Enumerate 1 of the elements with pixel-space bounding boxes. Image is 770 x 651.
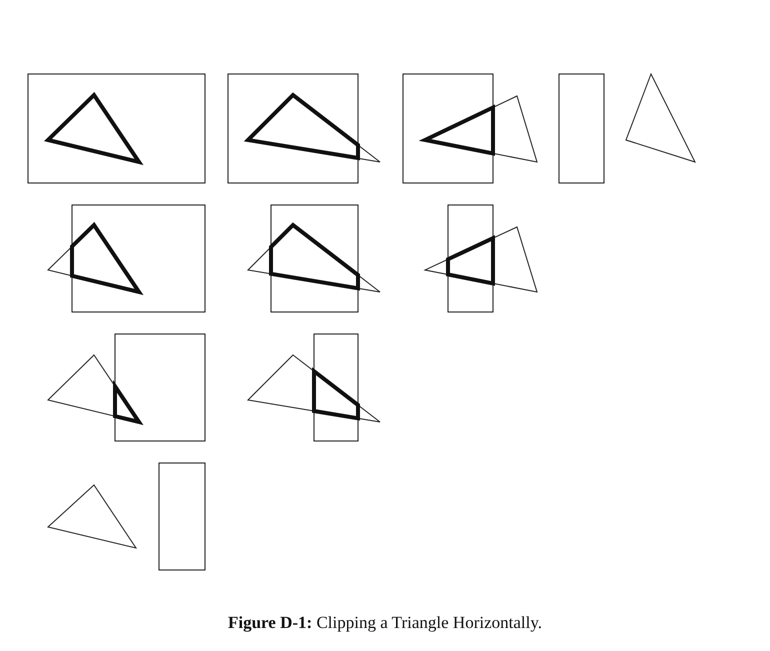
figure-caption: Figure D-1: Clipping a Triangle Horizontally. [228, 613, 542, 632]
